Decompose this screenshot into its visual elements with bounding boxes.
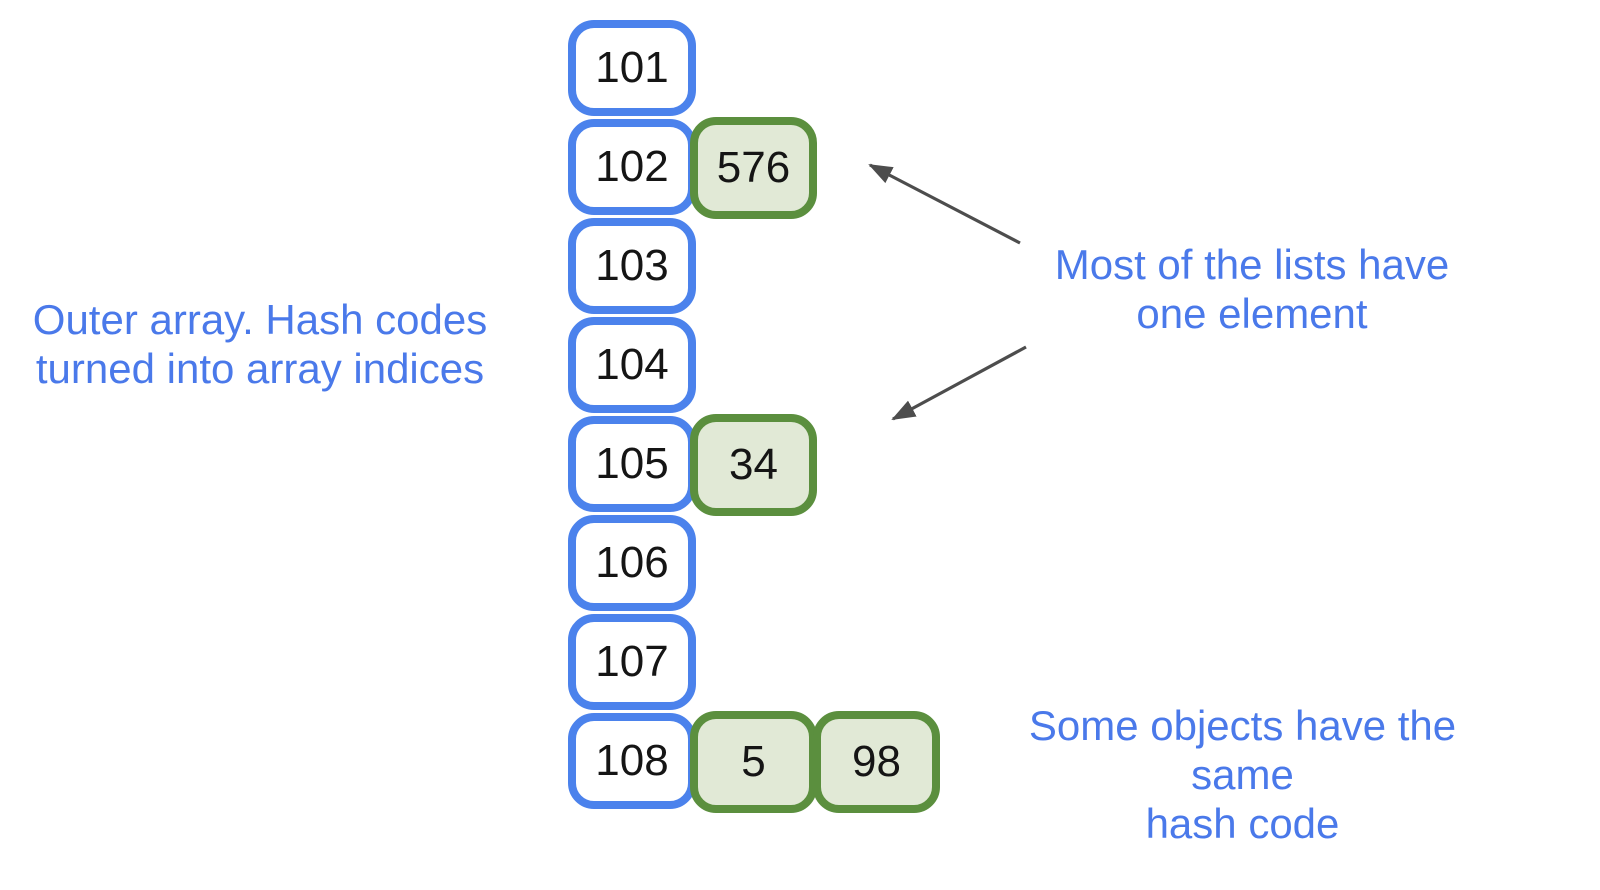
one-element-note-line1: Most of the lists have (1054, 241, 1450, 288)
array-slot-105: 105 (568, 416, 696, 512)
bucket-value-5: 5 (690, 711, 817, 813)
same-hash-note-line1: Some objects have the same (1028, 702, 1457, 798)
one-element-note-line2: one element (1136, 290, 1368, 337)
bucket-value-98: 98 (813, 711, 940, 813)
bucket-value-34: 34 (690, 414, 817, 516)
outer-array-note: Outer array. Hash codes turned into arra… (10, 295, 510, 393)
same-hash-note: Some objects have the same hash code (1000, 701, 1485, 848)
outer-array-note-line1: Outer array. Hash codes (32, 296, 488, 343)
arrow-to-bucket-34-icon (891, 345, 1027, 421)
bucket-value-576: 576 (690, 117, 817, 219)
array-slot-102: 102 (568, 119, 696, 215)
one-element-note: Most of the lists have one element (1032, 240, 1472, 338)
array-slot-103: 103 (568, 218, 696, 314)
arrow-to-bucket-576-icon (868, 163, 1021, 245)
array-slot-106: 106 (568, 515, 696, 611)
array-slot-108: 108 (568, 713, 696, 809)
outer-array-note-line2: turned into array indices (35, 345, 485, 392)
array-slot-107: 107 (568, 614, 696, 710)
array-slot-101: 101 (568, 20, 696, 116)
same-hash-note-line2: hash code (1145, 800, 1340, 847)
array-slot-104: 104 (568, 317, 696, 413)
